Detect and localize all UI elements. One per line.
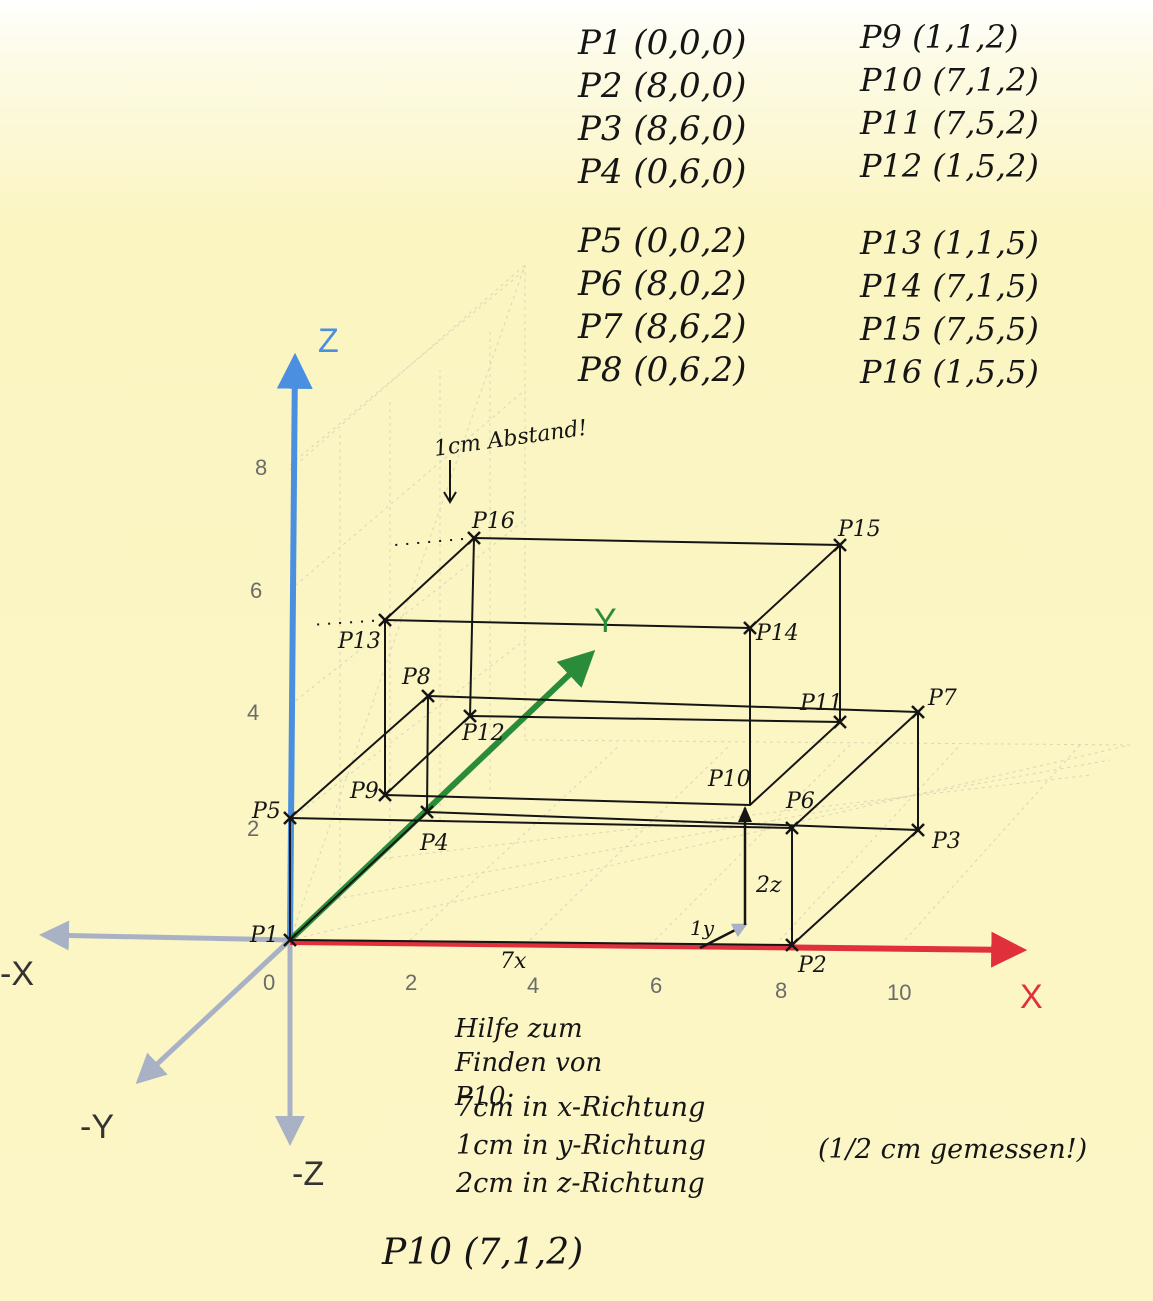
point-entry: P2 (8,0,0) — [578, 66, 747, 106]
spacing-note: 1cm Abstand! — [432, 416, 588, 462]
point-entry: P5 (0,0,2) — [578, 221, 747, 261]
label-p8: P8 — [401, 665, 431, 690]
points-list-right: P9 (1,1,2) P10 (7,1,2) P11 (7,5,2) P12 (… — [860, 16, 1039, 394]
point-entry: P16 (1,5,5) — [860, 353, 1039, 391]
help-line-x: 7cm in x-Richtung — [456, 1092, 706, 1123]
label-p16: P16 — [471, 509, 515, 534]
point-entry: P8 (0,6,2) — [578, 350, 747, 390]
help-line-y-note: (1/2 cm gemessen!) — [818, 1134, 1088, 1165]
negative-y-axis — [135, 938, 292, 1085]
x-tick-2: 2 — [405, 970, 417, 995]
point-entry: P14 (7,1,5) — [860, 267, 1039, 305]
label-p14: P14 — [755, 621, 799, 646]
p10-construction — [443, 460, 752, 950]
x-axis — [289, 931, 1028, 968]
label-p1: P1 — [249, 923, 279, 948]
point-entry: P7 (8,6,2) — [578, 307, 747, 347]
help-line-z: 2cm in z-Richtung — [456, 1168, 705, 1199]
label-p2: P2 — [797, 953, 827, 978]
x-tick-8: 8 — [775, 978, 787, 1003]
label-p15: P15 — [837, 517, 881, 542]
grid-lines — [289, 264, 1131, 941]
point-entry: P3 (8,6,0) — [578, 109, 747, 149]
point-entry: P15 (7,5,5) — [860, 310, 1039, 348]
x-tick-0: 0 — [263, 970, 275, 995]
x-axis-label: X — [1020, 978, 1043, 1016]
y-step-label: 1y — [690, 916, 715, 940]
neg-y-axis-label: -Y — [80, 1108, 114, 1146]
help-line-y: 1cm in y-Richtung — [456, 1130, 706, 1161]
point-entry: P11 (7,5,2) — [860, 104, 1039, 142]
point-entry: P13 (1,1,5) — [860, 224, 1039, 262]
inner-rectangle — [384, 714, 843, 807]
point-entry: P9 (1,1,2) — [860, 18, 1019, 56]
point-entry: P4 (0,6,0) — [578, 152, 747, 192]
z-tick-8: 8 — [255, 455, 267, 480]
neg-z-axis-label: -Z — [292, 1155, 324, 1193]
point-entry: P10 (7,1,2) — [860, 61, 1039, 99]
label-p4: P4 — [419, 831, 449, 856]
z-axis-label: Z — [318, 322, 339, 360]
points-list-left: P1 (0,0,0) P2 (8,0,0) P3 (8,6,0) P4 (0,6… — [578, 22, 746, 392]
z-tick-6: 6 — [250, 578, 262, 603]
negative-x-axis — [39, 920, 291, 951]
z-tick-4: 4 — [247, 700, 259, 725]
point-entry: P1 (0,0,0) — [578, 23, 747, 63]
help-heading: Hilfe zum Finden von P10: — [455, 1014, 603, 1112]
label-p3: P3 — [931, 829, 961, 854]
y-axis-label: Y — [594, 602, 617, 640]
neg-x-axis-label: -X — [0, 955, 34, 993]
label-p7: P7 — [927, 686, 957, 711]
point-entry: P6 (8,0,2) — [578, 264, 747, 304]
z-tick-2: 2 — [247, 816, 259, 841]
z-step-label: 2z — [755, 873, 782, 898]
label-p10: P10 — [707, 767, 751, 792]
help-result: P10 (7,1,2) — [382, 1232, 584, 1273]
x-tick-6: 6 — [650, 973, 662, 998]
label-p12: P12 — [461, 721, 505, 746]
vertex-labels: P1 P2 P3 P4 P5 P6 P7 P8 P9 P10 P11 P12 P… — [249, 509, 961, 978]
vertex-markers — [283, 531, 925, 952]
label-p13: P13 — [337, 629, 381, 654]
x-tick-4: 4 — [527, 973, 539, 998]
label-p6: P6 — [785, 789, 815, 814]
label-p9: P9 — [349, 779, 379, 804]
label-p5: P5 — [251, 799, 281, 824]
x-step-label: 7x — [500, 949, 527, 974]
point-entry: P12 (1,5,2) — [860, 147, 1039, 185]
x-tick-10: 10 — [887, 980, 911, 1005]
label-p11: P11 — [799, 691, 843, 716]
